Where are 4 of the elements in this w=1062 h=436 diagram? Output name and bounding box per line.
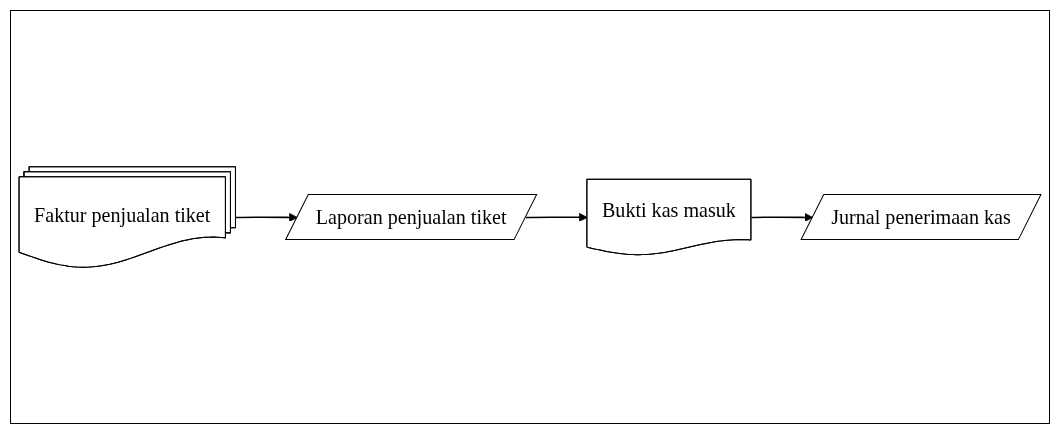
arrow — [235, 213, 298, 222]
frame-border: Faktur penjualan tiket Laporan penjualan tiket Bukti kas masuk Jurnal penerimaan kas — [10, 10, 1050, 424]
arrow — [525, 212, 588, 222]
arrow — [750, 213, 814, 222]
